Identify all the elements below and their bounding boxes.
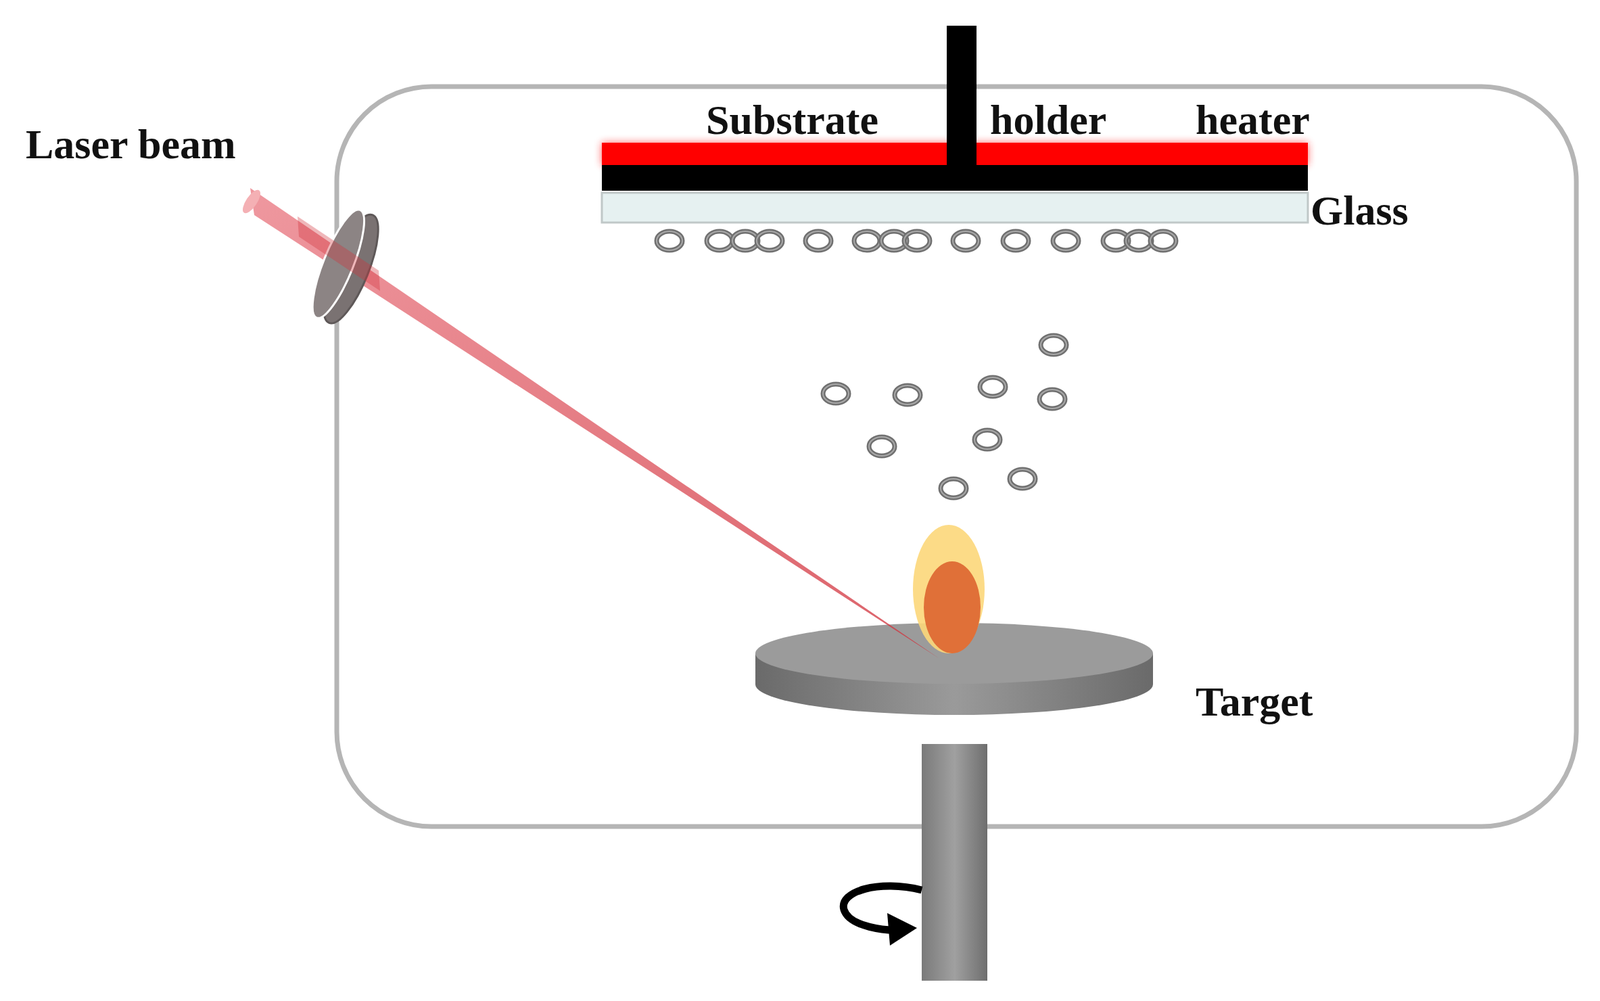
holder-rod [946,25,977,191]
laser-beam [250,187,939,658]
glass-label: Glass [1310,189,1409,232]
rotation-arrowhead [887,912,917,946]
rotation-arrow [843,885,922,930]
plasma-plume [912,524,985,654]
target-stem [921,743,988,981]
substrate-label: Substrate [706,98,879,141]
vacuum-chamber [336,86,1577,827]
ablated-particles [822,335,1067,498]
beam-end [239,187,264,216]
plasma-core [923,561,981,654]
holder-label: holder [990,98,1107,141]
heater-label: heater [1195,98,1310,141]
target-label: Target [1195,680,1313,723]
laser-label: Laser beam [25,123,237,166]
deposited-particles [656,231,1176,251]
beam-through-window [297,216,381,291]
glass-substrate [601,192,1308,223]
